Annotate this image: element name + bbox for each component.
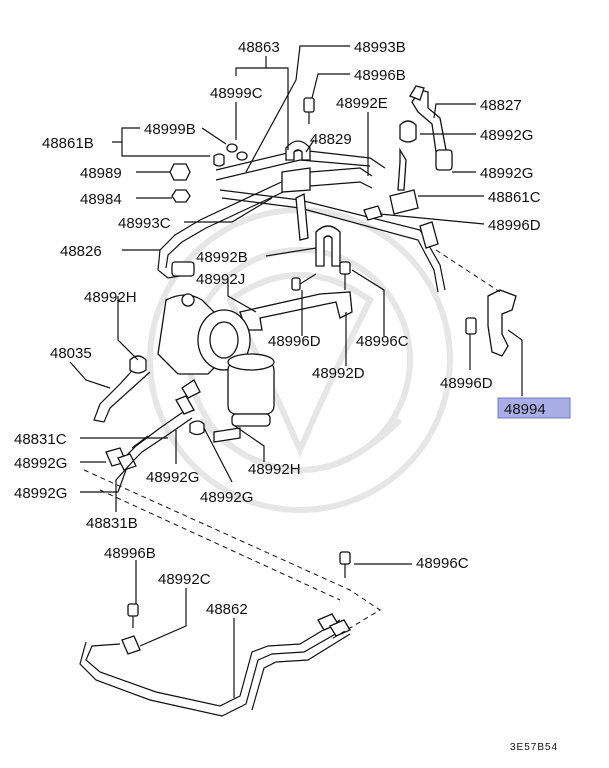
- part-labels: 48863 48993B 48996B 48999C 48992E 48827 …: [14, 39, 546, 618]
- highlight-48994: [497, 397, 571, 419]
- label-48831B[interactable]: 48831B: [86, 515, 138, 532]
- hose-48831C[interactable]: [123, 379, 201, 465]
- label-48862[interactable]: 48862: [206, 601, 248, 618]
- label-48993C[interactable]: 48993C: [118, 215, 171, 232]
- leader-lines: [69, 45, 523, 698]
- bolt-48996C-mid[interactable]: [339, 261, 351, 290]
- suction-hose-48035[interactable]: [93, 355, 151, 423]
- reservoir-tank[interactable]: [227, 353, 275, 427]
- label-48996C-2[interactable]: 48996C: [416, 555, 469, 572]
- label-48831C[interactable]: 48831C: [14, 431, 67, 448]
- o-rings-48999[interactable]: [226, 143, 248, 161]
- label-48999B[interactable]: 48999B: [144, 121, 196, 138]
- label-48992G-4[interactable]: 48992G: [146, 469, 199, 486]
- label-48992G-3[interactable]: 48992G: [14, 455, 67, 472]
- label-48993B[interactable]: 48993B: [354, 39, 406, 56]
- label-48826[interactable]: 48826: [60, 243, 102, 260]
- label-48984[interactable]: 48984: [80, 191, 122, 208]
- label-48992J[interactable]: 48992J: [196, 271, 245, 288]
- label-48861C[interactable]: 48861C: [488, 189, 541, 206]
- bracket-48992B[interactable]: [295, 192, 341, 267]
- bracket-48992D[interactable]: [239, 291, 353, 331]
- bolt-48996D-mid[interactable]: [291, 273, 317, 291]
- label-48992H-1[interactable]: 48992H: [84, 289, 137, 306]
- hose-48831B[interactable]: [105, 435, 149, 471]
- bolt-48996B-bottom[interactable]: [127, 603, 139, 628]
- label-48992C[interactable]: 48992C: [158, 571, 211, 588]
- label-48996D-3[interactable]: 48996D: [440, 375, 493, 392]
- bracket-48994[interactable]: [465, 289, 517, 357]
- label-48863[interactable]: 48863: [238, 39, 280, 56]
- label-48992G-6[interactable]: 48992G: [200, 489, 253, 506]
- label-48861B[interactable]: 48861B: [42, 135, 94, 152]
- label-48994[interactable]: 48994: [504, 401, 546, 418]
- label-48996D-1[interactable]: 48996D: [488, 217, 541, 234]
- label-48992G-2[interactable]: 48992G: [480, 165, 533, 182]
- drawing-code: 3E57B54: [510, 742, 558, 753]
- label-48996B-top[interactable]: 48996B: [354, 67, 406, 84]
- bracket-48861C[interactable]: [389, 147, 419, 215]
- label-48996D-2[interactable]: 48996D: [268, 333, 321, 350]
- label-48999C[interactable]: 48999C: [210, 85, 263, 102]
- bolt-48996C-bottom[interactable]: [339, 551, 351, 578]
- clamp-48829[interactable]: [285, 140, 311, 161]
- bolt-48996B-top[interactable]: [303, 97, 315, 124]
- label-48992G-5[interactable]: 48992G: [14, 485, 67, 502]
- label-48992H-2[interactable]: 48992H: [248, 461, 301, 478]
- nut-48989[interactable]: [169, 163, 191, 181]
- label-48996B-bottom[interactable]: 48996B: [104, 545, 156, 562]
- label-48992B[interactable]: 48992B: [196, 249, 248, 266]
- return-tube-48863[interactable]: [213, 149, 446, 293]
- label-48992E[interactable]: 48992E: [336, 95, 388, 112]
- fitting-48996D-upper[interactable]: [363, 205, 439, 249]
- label-48035[interactable]: 48035: [50, 345, 92, 362]
- label-48992G-1[interactable]: 48992G: [480, 127, 533, 144]
- label-48829[interactable]: 48829: [310, 131, 352, 148]
- clip-48992G-small[interactable]: [189, 420, 241, 443]
- nut-48984[interactable]: [171, 189, 191, 203]
- label-48827[interactable]: 48827: [480, 97, 522, 114]
- label-48996C-1[interactable]: 48996C: [356, 333, 409, 350]
- dashed-guides: [83, 249, 501, 641]
- label-48989[interactable]: 48989: [80, 165, 122, 182]
- cooler-tube-48862[interactable]: [79, 613, 351, 717]
- hose-48827[interactable]: [399, 85, 453, 171]
- label-48992D[interactable]: 48992D: [312, 365, 365, 382]
